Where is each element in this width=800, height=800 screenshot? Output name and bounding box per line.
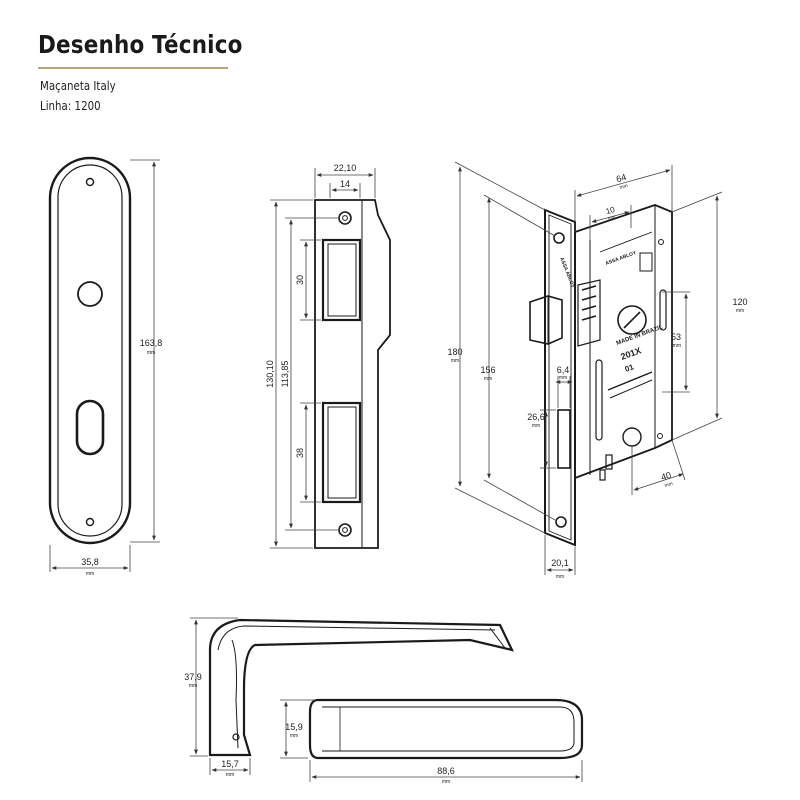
- strike-holes-label: 113,85: [280, 361, 290, 388]
- lock-brand-text: ASSA ABLOY: [558, 257, 576, 290]
- bolt-width-label: 6,4: [557, 365, 570, 375]
- screw-hole-icon: [553, 232, 565, 244]
- lock-height-label: 120: [732, 297, 747, 307]
- lock-depth-label: 64: [615, 172, 627, 184]
- svg-text:mm: mm: [736, 308, 744, 314]
- svg-text:mm: mm: [664, 481, 674, 489]
- lever-side-view: [208, 618, 514, 757]
- svg-text:mm: mm: [442, 779, 450, 785]
- svg-text:mm: mm: [559, 375, 567, 381]
- faceplate-156-label: 156: [480, 365, 495, 375]
- svg-text:mm: mm: [147, 350, 155, 356]
- lever-height-label: 37,9: [184, 672, 202, 682]
- page-title: Desenho Técnico: [38, 30, 243, 59]
- lock-53-label: 53: [671, 332, 681, 342]
- follower-icon: [617, 305, 647, 335]
- lock-code-text: 01: [624, 362, 636, 374]
- strike-inner-label: 14: [340, 179, 350, 189]
- svg-text:mm: mm: [556, 574, 564, 580]
- screw-hole-icon: [85, 177, 95, 187]
- bolt-slot-icon: [321, 401, 362, 504]
- lever-length-label: 88,6: [437, 766, 455, 776]
- screw-hole-icon: [338, 523, 352, 537]
- product-line: Linha: 1200: [40, 98, 101, 113]
- strike-plate: [314, 199, 391, 549]
- title-underline: [38, 67, 228, 69]
- escutcheon-plate: [48, 156, 132, 545]
- lever-base-label: 15,7: [221, 759, 239, 769]
- svg-text:mm: mm: [226, 772, 234, 778]
- screw-hole-icon: [555, 516, 567, 528]
- svg-text:mm: mm: [619, 183, 629, 191]
- spindle-hole-icon: [77, 281, 103, 307]
- strike-top-slot-label: 30: [295, 275, 305, 285]
- lock-stamp-text: MADE IN BRAZIL: [616, 324, 664, 347]
- svg-text:mm: mm: [607, 214, 616, 221]
- svg-text:mm: mm: [189, 683, 197, 689]
- mortise-lock: [529, 204, 673, 547]
- plate-width-label: 35,8: [81, 557, 99, 567]
- svg-text:mm: mm: [290, 733, 298, 739]
- screw-hole-icon: [338, 211, 352, 225]
- lock-model-text: 201X: [619, 345, 642, 362]
- svg-text:mm: mm: [673, 343, 681, 349]
- keyhole-icon: [75, 399, 105, 456]
- lever-thickness-label: 15,9: [285, 722, 303, 732]
- lock-brand-text-2: ASSA ABLOY: [605, 250, 638, 267]
- faceplate-width-label: 20,1: [551, 558, 569, 568]
- lock-backset-label: 10: [605, 205, 617, 216]
- faceplate-180-label: 180: [447, 347, 462, 357]
- latch-slot-icon: [321, 238, 362, 322]
- product-name: Maçaneta Italy: [40, 78, 116, 93]
- deadbolt-icon: [557, 409, 571, 469]
- lock-40-label: 40: [660, 470, 673, 483]
- screw-hole-icon: [85, 517, 95, 527]
- bolt-height-label: 26,6: [527, 412, 545, 422]
- svg-text:mm: mm: [86, 571, 94, 577]
- lever-top-view: [308, 698, 584, 760]
- cylinder-cam-icon: [622, 427, 642, 447]
- svg-text:mm: mm: [451, 358, 459, 364]
- plate-height-label: 163,8: [140, 338, 163, 348]
- svg-text:mm: mm: [484, 376, 492, 382]
- strike-width-label: 22,10: [334, 163, 357, 173]
- strike-bottom-slot-label: 38: [295, 448, 305, 458]
- strike-height-label: 130,10: [265, 360, 275, 388]
- svg-text:mm: mm: [532, 423, 540, 429]
